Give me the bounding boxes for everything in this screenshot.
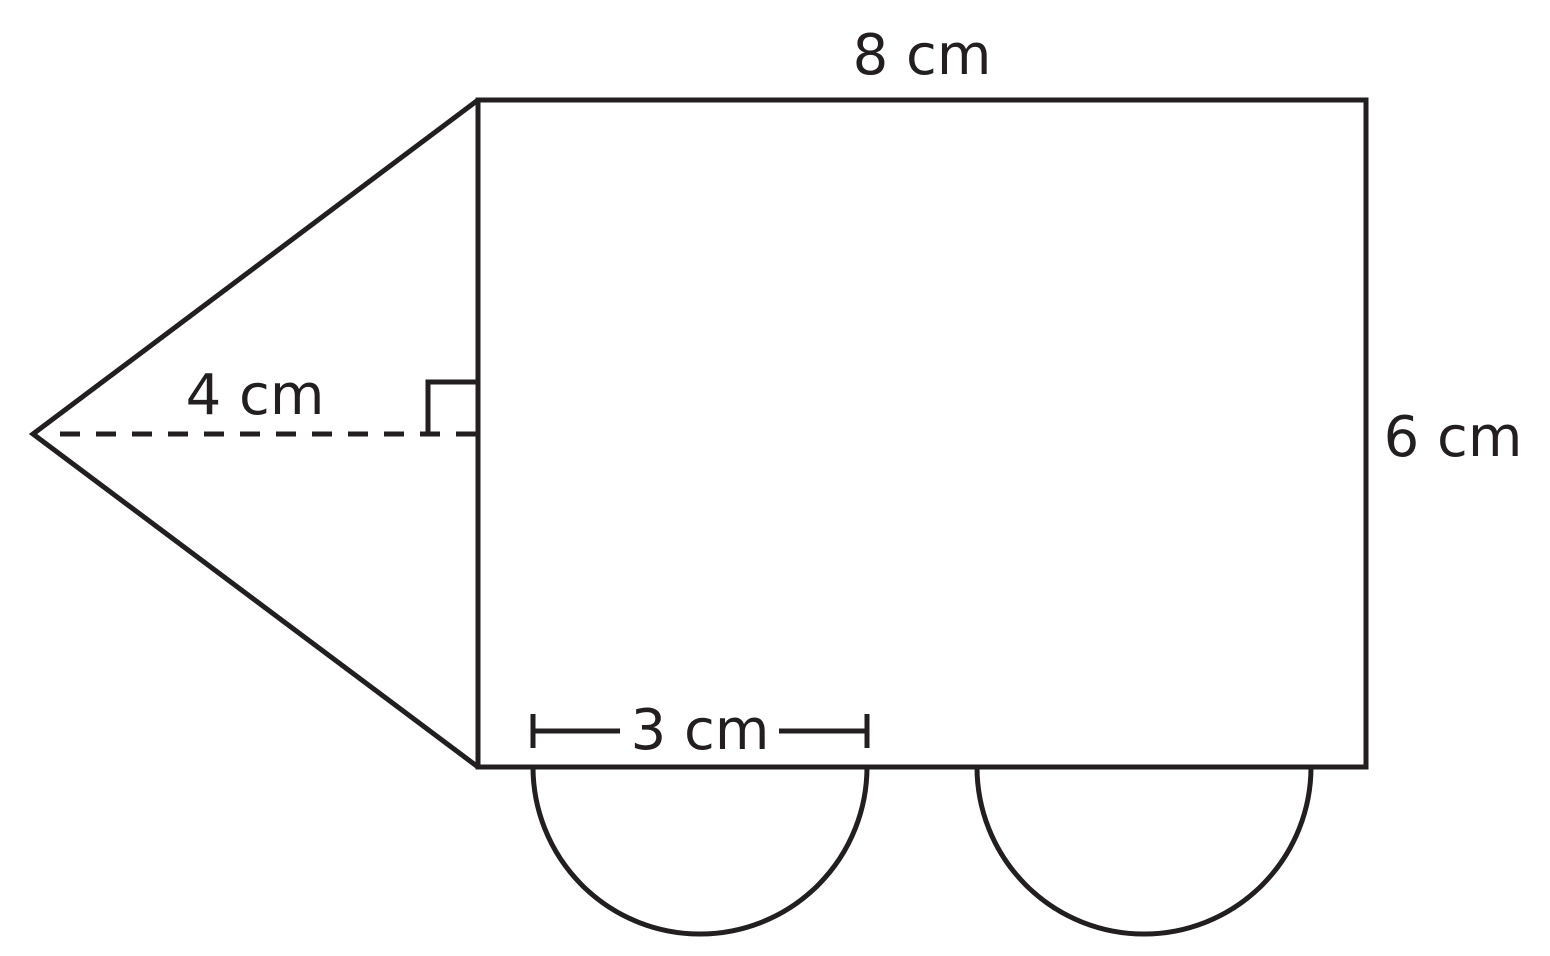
label-top-length: 8 cm <box>853 23 992 88</box>
label-triangle-height: 4 cm <box>186 363 325 428</box>
semicircle-left <box>530 766 870 937</box>
semicircle-right <box>974 766 1314 937</box>
label-right-height: 6 cm <box>1384 405 1523 470</box>
right-angle-marker <box>425 379 478 432</box>
rectangle-body <box>475 97 1369 770</box>
label-semicircle-diameter: 3 cm <box>631 698 770 763</box>
triangle-left <box>28 98 480 770</box>
